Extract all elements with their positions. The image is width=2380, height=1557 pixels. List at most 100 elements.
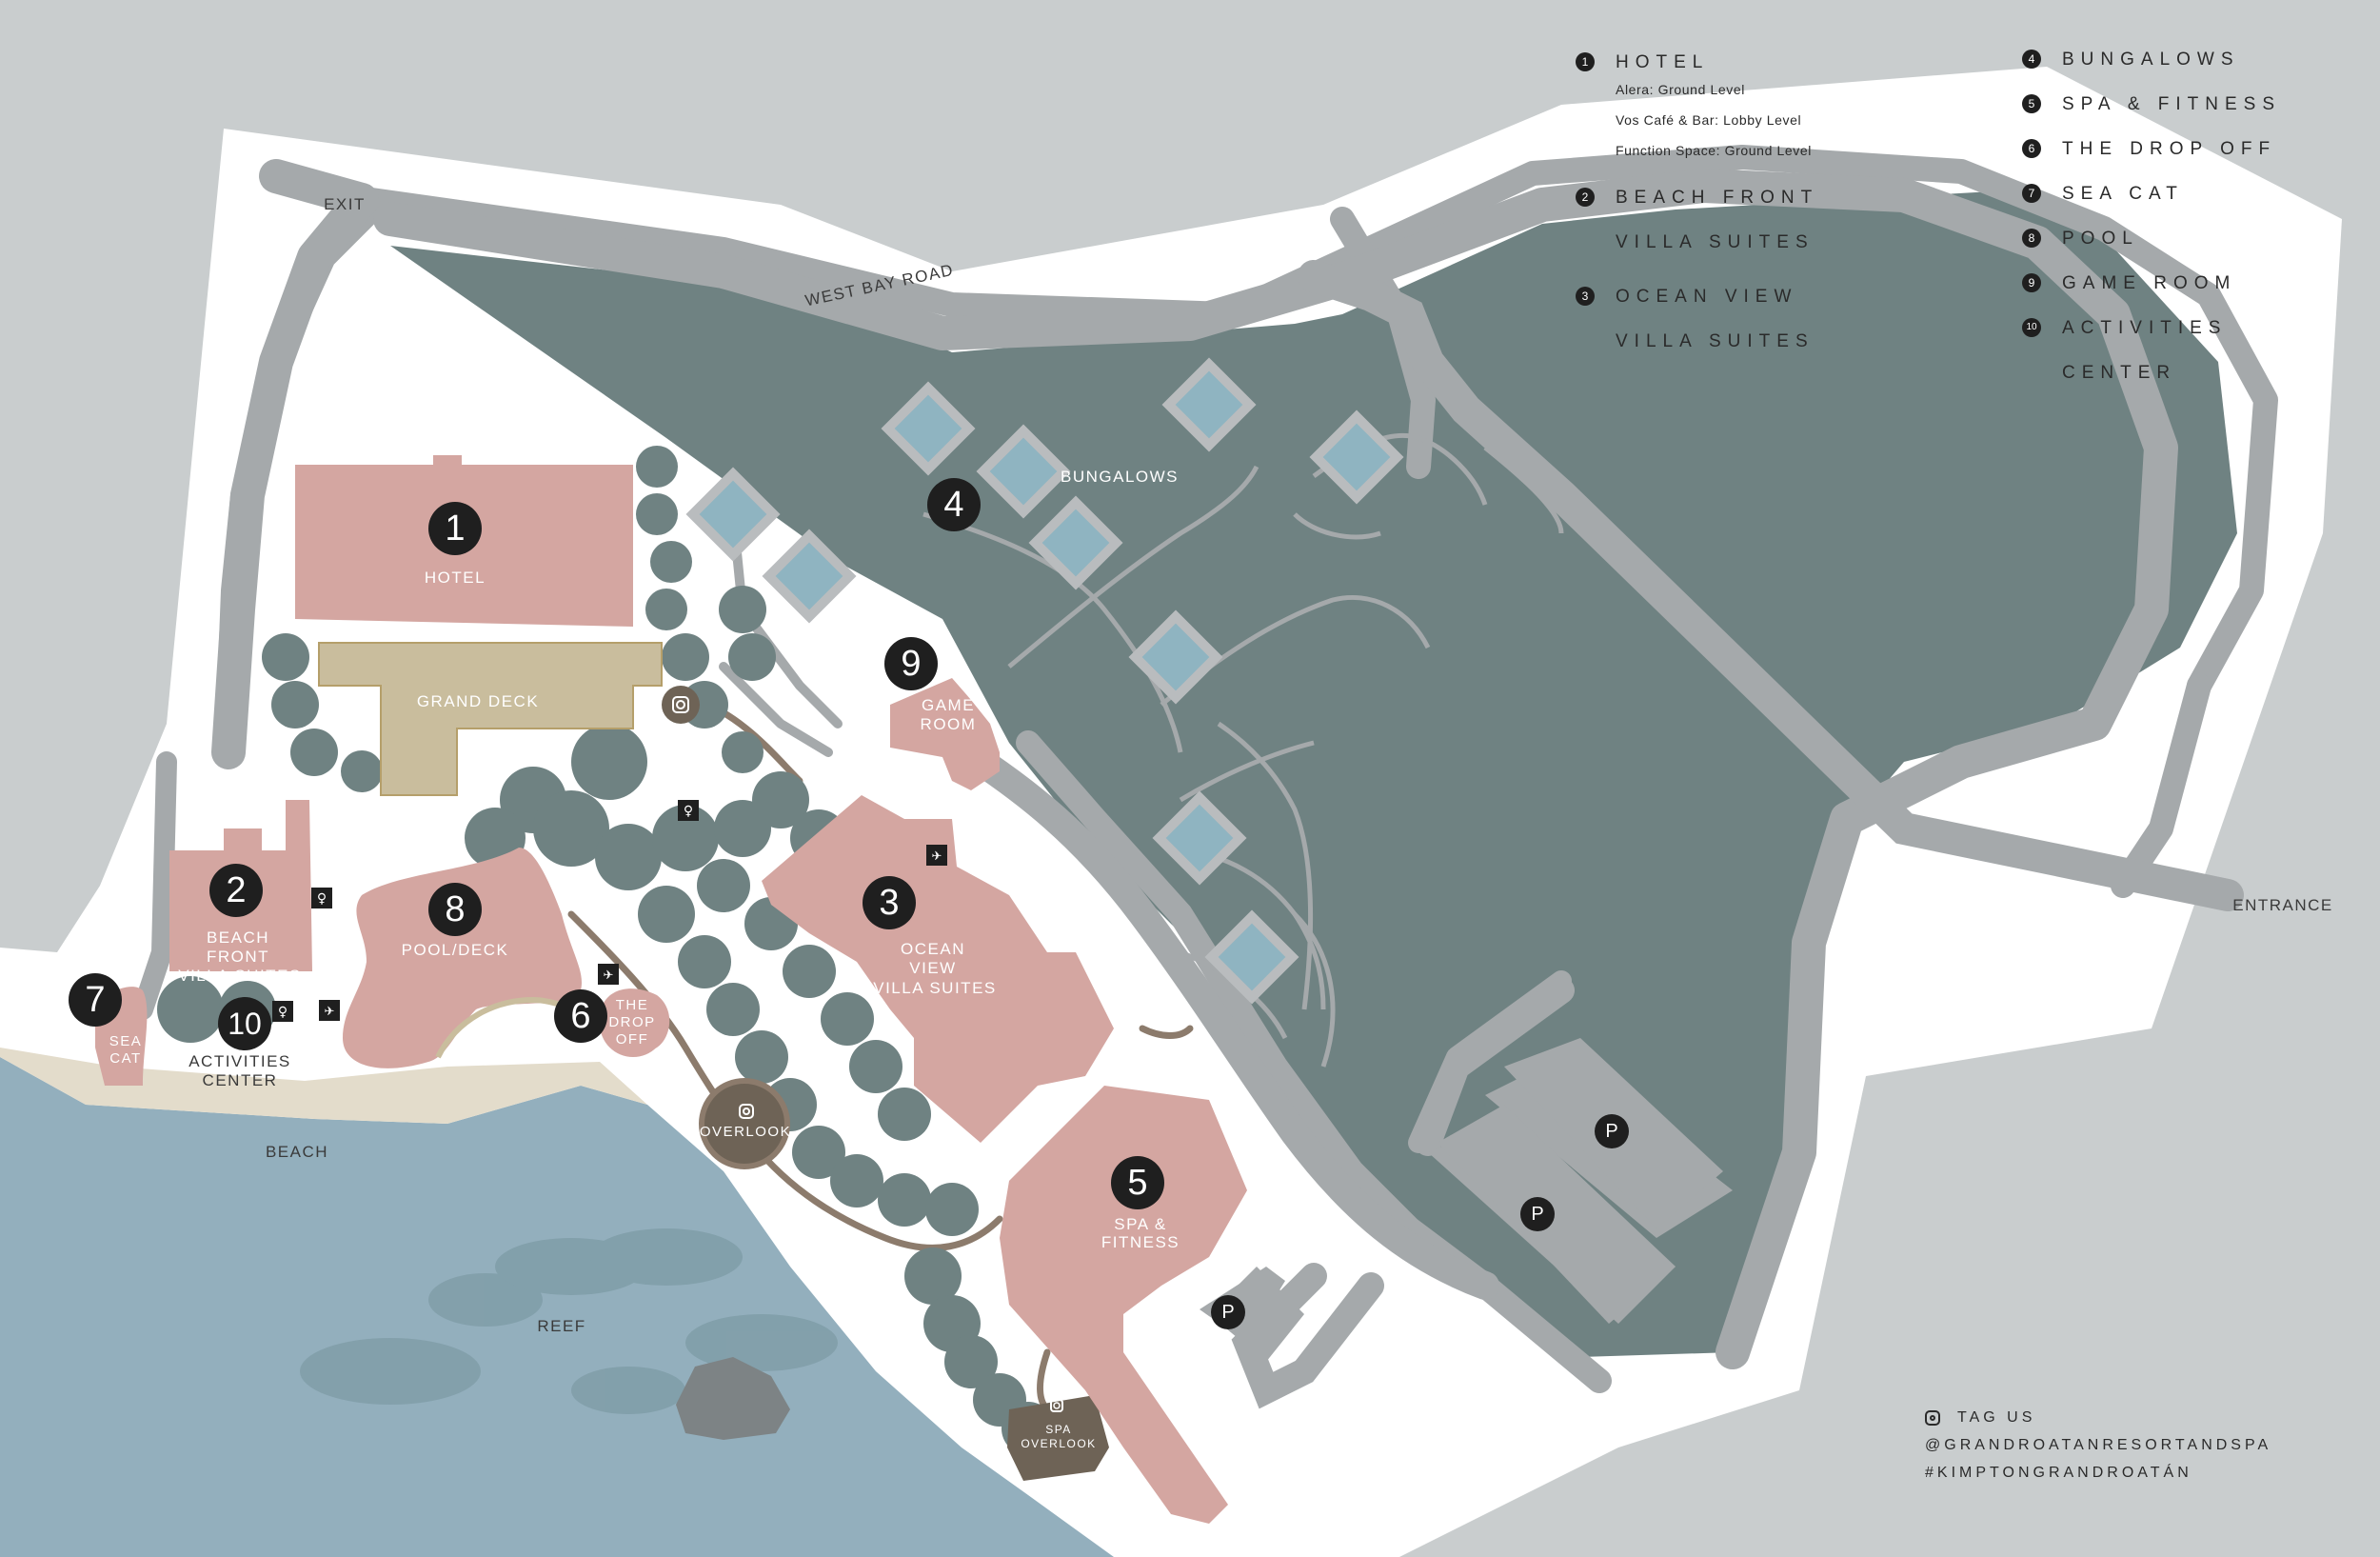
- legend-bullet: 8: [2022, 229, 2041, 248]
- legend-bullet: 6: [2022, 139, 2041, 158]
- legend-item-drop-off[interactable]: 6 THE DROP OFF: [2022, 138, 2348, 161]
- legend-title: BUNGALOWS: [2062, 50, 2240, 70]
- legend-bullet: 5: [2022, 94, 2041, 113]
- spa-overlook-area: [1007, 1395, 1109, 1481]
- marker-5[interactable]: 5: [1111, 1156, 1164, 1209]
- legend-bullet: 4: [2022, 50, 2041, 69]
- svg-text:✈: ✈: [325, 1005, 335, 1019]
- legend-bullet: 7: [2022, 184, 2041, 203]
- svg-text:✈: ✈: [932, 849, 942, 864]
- parking-marker[interactable]: P: [1211, 1295, 1245, 1329]
- instagram-icon: [1925, 1409, 1940, 1426]
- parking-label: P: [1605, 1121, 1617, 1142]
- spa-fitness-building: [1000, 1086, 1247, 1524]
- label-sea-cat-2: CAT: [109, 1050, 141, 1067]
- legend-left: 1 HOTEL Alera: Ground Level Vos Café & B…: [1576, 51, 1901, 385]
- ocean-view-villa-building: [762, 795, 1114, 1143]
- bungalow: [762, 529, 857, 624]
- reef-rock: [676, 1357, 790, 1440]
- parking-marker[interactable]: P: [1520, 1197, 1555, 1231]
- legend-title: HOTEL: [1616, 52, 1710, 72]
- label-ocean-view-1: OCEAN: [901, 940, 965, 958]
- label-drop-off-2: DROP: [608, 1014, 655, 1030]
- label-activities-1: ACTIVITIES: [188, 1052, 291, 1070]
- road-parking-spur: [1415, 977, 1575, 1156]
- overlook-area: [699, 1078, 790, 1169]
- legend-item-game-room[interactable]: 9 GAME ROOM: [2022, 272, 2348, 295]
- label-bungalows: BUNGALOWS: [1061, 468, 1179, 486]
- legend-item-beach-front[interactable]: 2 BEACH FRONT VILLA SUITES: [1576, 187, 1901, 265]
- label-drop-off-1: THE: [616, 997, 649, 1013]
- road-inner: [938, 729, 1499, 1300]
- legend-bullet: 3: [1576, 287, 1595, 306]
- legend-title: SPA & FITNESS: [2062, 94, 2282, 114]
- legend-sub: Function Space: Ground Level: [1616, 143, 1812, 158]
- label-beach-front-2: FRONT: [207, 948, 269, 966]
- reef-corals: [300, 1228, 838, 1414]
- label-grand-deck: GRAND DECK: [417, 692, 539, 710]
- marker-4[interactable]: 4: [927, 478, 981, 531]
- marker-5-label: 5: [1127, 1163, 1147, 1203]
- bungalow: [881, 381, 976, 476]
- buildings: [95, 455, 1247, 1524]
- marker-2[interactable]: 2: [209, 864, 263, 917]
- label-game-room-2: ROOM: [921, 715, 977, 733]
- marker-7[interactable]: 7: [69, 973, 122, 1027]
- legend-item-spa[interactable]: 5 SPA & FITNESS: [2022, 93, 2348, 116]
- pool-deck-area: [343, 848, 582, 1068]
- parking-lot-c: [1209, 1267, 1304, 1362]
- tag-hashtag[interactable]: #KIMPTONGRANDROATÁN: [1925, 1465, 2192, 1481]
- label-beach: BEACH: [266, 1143, 328, 1161]
- marker-3[interactable]: 3: [863, 876, 916, 929]
- instagram-icon: [739, 1104, 754, 1119]
- legend-sub: Vos Café & Bar: Lobby Level: [1616, 112, 1802, 128]
- legend-item-activities[interactable]: 10 ACTIVITIES CENTER: [2022, 317, 2348, 395]
- label-reef: REEF: [537, 1317, 585, 1335]
- marker-10[interactable]: 10: [218, 997, 271, 1050]
- marker-8[interactable]: 8: [428, 883, 482, 936]
- legend-item-ocean-view[interactable]: 3 OCEAN VIEW VILLA SUITES: [1576, 286, 1901, 364]
- park-area: [390, 190, 2237, 1357]
- marker-8-label: 8: [445, 889, 465, 929]
- road-exit: [211, 159, 379, 769]
- legend-item-bungalows[interactable]: 4 BUNGALOWS: [2022, 49, 2348, 71]
- parking-lot-b: [1438, 1105, 1676, 1324]
- svg-text:♀: ♀: [317, 891, 327, 907]
- marker-1[interactable]: 1: [428, 502, 482, 555]
- label-sea-cat-1: SEA: [109, 1033, 143, 1049]
- legend-title: THE DROP OFF: [2062, 139, 2277, 159]
- marker-9[interactable]: 9: [884, 637, 938, 690]
- label-overlook: OVERLOOK: [700, 1124, 791, 1140]
- marker-6[interactable]: 6: [554, 989, 607, 1043]
- marker-4-label: 4: [943, 485, 963, 525]
- label-spa-1: SPA &: [1114, 1215, 1166, 1233]
- legend-item-sea-cat[interactable]: 7 SEA CAT: [2022, 183, 2348, 206]
- legend-item-hotel[interactable]: 1 HOTEL Alera: Ground Level Vos Café & B…: [1576, 51, 1901, 166]
- legend-sub: Alera: Ground Level: [1616, 82, 1745, 97]
- label-ocean-view-3: VILLA SUITES: [873, 979, 997, 997]
- instagram-icon: [662, 686, 700, 724]
- legend-title: BEACH FRONT VILLA SUITES: [1616, 188, 1818, 252]
- road-entrance: [1298, 260, 2244, 911]
- legend-item-pool[interactable]: 8 POOL: [2022, 228, 2348, 250]
- legend-right: 4 BUNGALOWS 5 SPA & FITNESS 6 THE DROP O…: [2022, 49, 2348, 416]
- marker-7-label: 7: [85, 980, 105, 1020]
- parking-marker[interactable]: P: [1595, 1114, 1629, 1148]
- tag-handle[interactable]: @GRANDROATANRESORTANDSPA: [1925, 1437, 2272, 1453]
- label-entrance: ENTRANCE: [2232, 896, 2333, 914]
- restroom-icon: ♀: [678, 800, 699, 821]
- svg-text:♀: ♀: [278, 1005, 288, 1020]
- restroom-icon: ♀: [272, 1001, 293, 1022]
- airplane-icon: ✈: [598, 964, 619, 985]
- grand-deck: [318, 642, 663, 796]
- drop-off-circle: [600, 990, 666, 1057]
- label-exit: EXIT: [324, 195, 366, 213]
- legend-bullet: 9: [2022, 273, 2041, 292]
- label-hotel: HOTEL: [425, 569, 486, 587]
- label-activities-2: CENTER: [203, 1071, 278, 1089]
- legend-title: OCEAN VIEW VILLA SUITES: [1616, 287, 1815, 351]
- marker-1-label: 1: [445, 509, 465, 549]
- label-drop-off-3: OFF: [616, 1031, 649, 1048]
- label-ocean-view-2: VIEW: [909, 959, 956, 977]
- label-spa-overlook-2: OVERLOOK: [1021, 1437, 1096, 1450]
